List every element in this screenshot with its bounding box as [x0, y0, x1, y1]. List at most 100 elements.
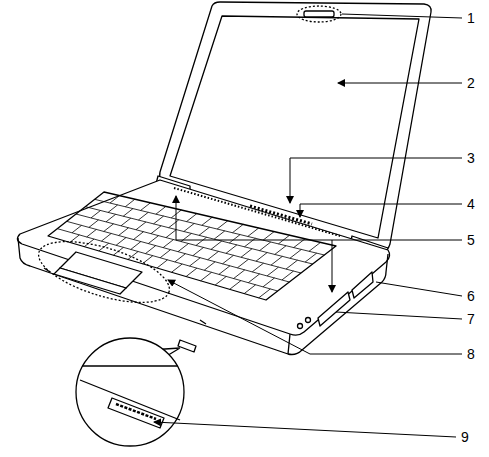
external-display-port — [352, 272, 373, 298]
key-row — [136, 222, 146, 230]
key-row — [282, 271, 294, 280]
key-row — [178, 244, 189, 252]
key-row — [131, 242, 141, 250]
camera-highlight — [297, 6, 341, 22]
key-row — [125, 199, 135, 207]
keyboard — [48, 192, 336, 300]
key-row — [271, 256, 282, 265]
key-row — [237, 259, 248, 268]
leader-line — [342, 14, 462, 18]
callout-number: 8 — [466, 346, 476, 362]
switch-marking — [116, 404, 156, 419]
key-row — [148, 236, 158, 244]
key-row — [169, 220, 179, 228]
key-row — [175, 254, 186, 262]
key-row — [95, 199, 325, 255]
leader-line — [348, 240, 462, 241]
key-row — [87, 229, 97, 237]
web-camera — [304, 11, 334, 17]
key-row — [151, 226, 161, 234]
key-row — [157, 260, 168, 268]
callout-number: 1 — [466, 10, 476, 26]
key-row — [215, 276, 226, 285]
status-indicators — [250, 206, 312, 224]
front-switch — [178, 340, 196, 352]
key-row — [223, 255, 234, 263]
key-row — [248, 228, 259, 236]
key-row — [214, 231, 225, 239]
key-row — [121, 218, 131, 226]
key-row — [290, 249, 301, 258]
key-row — [196, 237, 207, 245]
key-row — [163, 240, 173, 248]
key-row — [232, 224, 243, 232]
inset-edge — [82, 365, 178, 366]
key-row — [260, 242, 271, 251]
leader-line — [332, 240, 333, 292]
key-row — [108, 205, 118, 213]
key-row — [156, 206, 166, 214]
key-row — [305, 253, 317, 262]
leader-line — [376, 282, 462, 296]
touchpad-button — [54, 268, 126, 294]
key-row — [166, 230, 176, 238]
key-row — [190, 258, 201, 266]
key-row — [160, 250, 170, 258]
key-row — [199, 227, 210, 235]
key-row — [256, 253, 267, 262]
callout-number: 5 — [466, 232, 476, 248]
key-row — [202, 217, 212, 225]
key-row — [85, 207, 312, 264]
callout-number: 9 — [460, 429, 470, 445]
key-row — [244, 285, 255, 294]
key-row — [116, 238, 126, 246]
base-edge — [288, 334, 290, 354]
wireless-switch — [108, 398, 164, 428]
key-row — [229, 235, 240, 243]
base-top — [17, 180, 389, 335]
key-row — [89, 220, 99, 228]
leader-line — [176, 196, 348, 240]
key-row — [263, 278, 275, 287]
leader-line — [290, 158, 462, 203]
key-row — [263, 232, 274, 241]
leader-line — [168, 280, 462, 354]
key-row — [252, 263, 263, 272]
speaker-grille — [174, 188, 340, 236]
audio-jack — [306, 318, 311, 323]
callout-number: 3 — [466, 150, 476, 166]
key-row — [187, 214, 197, 222]
leader-line — [338, 83, 462, 84]
key-row — [241, 249, 252, 258]
callout-number: 2 — [466, 75, 476, 91]
key-row — [211, 241, 222, 249]
key-row — [217, 221, 228, 229]
leader-line — [300, 204, 462, 217]
key-row — [110, 196, 119, 203]
key-row — [138, 212, 148, 220]
callout-number: 7 — [466, 311, 476, 327]
callout-number: 4 — [466, 196, 476, 212]
key-row — [186, 268, 197, 276]
key-row — [201, 272, 212, 281]
key-row — [72, 225, 81, 232]
key-row — [145, 246, 155, 254]
key-row — [219, 266, 230, 275]
key-row — [248, 274, 259, 283]
usb-ports — [318, 292, 350, 326]
key-row — [119, 228, 129, 236]
key-row — [123, 209, 133, 217]
key-row — [226, 245, 237, 253]
key-row — [91, 210, 100, 217]
key-row — [106, 214, 116, 222]
key-row — [230, 281, 241, 290]
callout-number: 6 — [466, 288, 476, 304]
key-row — [267, 267, 278, 276]
key-row — [133, 232, 143, 240]
key-row — [193, 247, 204, 255]
key-row — [84, 239, 94, 247]
key-row — [234, 270, 245, 279]
key-row — [259, 289, 271, 298]
key-row — [154, 216, 164, 224]
